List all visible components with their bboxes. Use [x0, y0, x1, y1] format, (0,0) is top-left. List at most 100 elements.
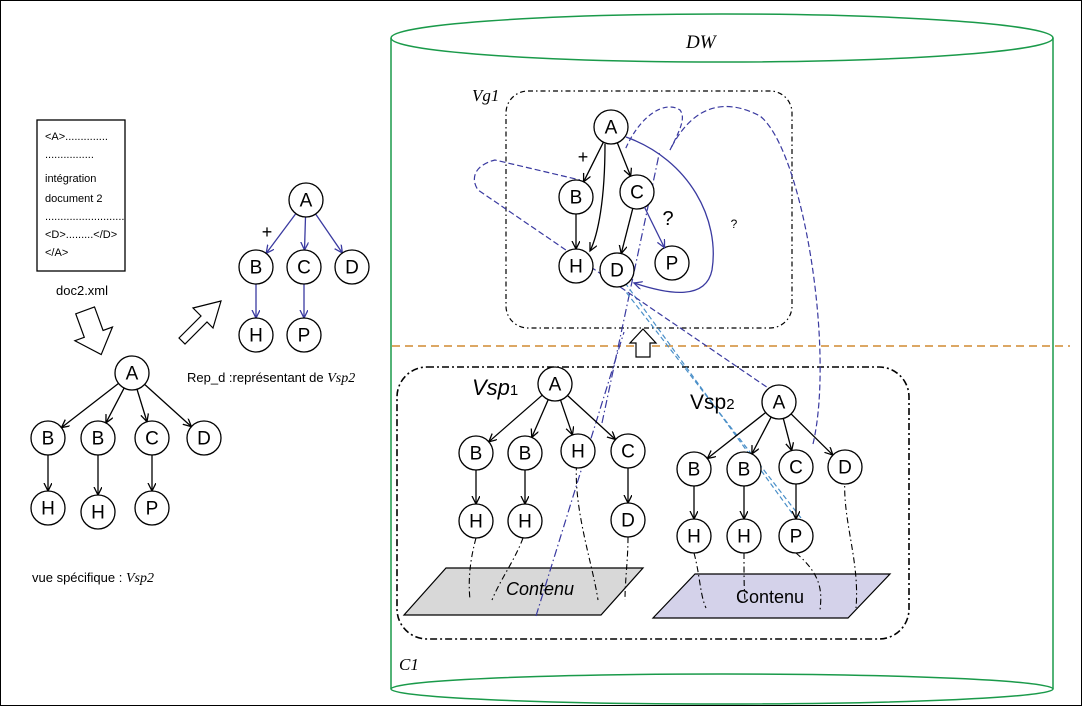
vsp1-node-d-label: D	[621, 511, 635, 532]
tree-edge	[567, 395, 616, 439]
tree-edge	[643, 206, 665, 248]
rep-node-c-label: C	[297, 258, 311, 279]
rep-node-h-label: H	[249, 326, 263, 347]
vsp1-node-b2-label: B	[519, 444, 532, 465]
vg1-node-c	[619, 174, 655, 210]
vsp1-node-c	[610, 433, 646, 469]
tree-edge	[752, 416, 772, 454]
vsp2-view-node-a	[114, 355, 150, 391]
vsp2-view-node-h2	[80, 494, 116, 530]
vg1-node-h-label: H	[569, 257, 583, 278]
doc-line-2: ................	[45, 149, 94, 161]
vsp2-view-node-c-label: C	[145, 429, 159, 450]
vg1-node-a-label: A	[605, 118, 618, 139]
tree-edge	[315, 213, 343, 253]
vg1-node-p-label: P	[666, 254, 679, 275]
tree-edge	[625, 136, 714, 294]
vsp1-node-h2	[507, 503, 543, 539]
tree-edge	[616, 142, 630, 176]
vsp2-view-node-d	[186, 420, 222, 456]
doc-caption: doc2.xml	[56, 283, 108, 298]
vsp2-view-node-h2-label: H	[91, 503, 105, 524]
integration-up-arrow	[628, 328, 658, 358]
vsp2-node-c	[778, 449, 814, 485]
question-mark-2: ?	[731, 217, 738, 231]
vsp2-node-p-label: P	[790, 527, 803, 548]
doc-line-7: </A>	[45, 247, 68, 259]
doc-line-6: <D>.........</D>	[45, 229, 117, 241]
vg1-label: Vg1	[472, 86, 499, 105]
vsp2-label: Vsp2	[690, 391, 735, 414]
vsp2-view-node-a-label: A	[126, 364, 139, 385]
c1-label: C1	[399, 655, 419, 674]
tree-edge	[489, 394, 543, 442]
vsp1-node-h2-label: H	[518, 512, 532, 533]
rep-node-d	[334, 249, 370, 285]
contenu-left-plane	[402, 567, 645, 616]
vsp1-node-a-label: A	[549, 375, 562, 396]
vsp2-view-node-p-label: P	[146, 499, 159, 520]
vsp2-node-c-label: C	[789, 458, 803, 479]
tree-edge	[266, 213, 297, 254]
vg1-node-h	[558, 248, 594, 284]
vsp1-node-h3	[560, 433, 596, 469]
vg1-node-c-label: C	[630, 183, 644, 204]
tree-edge	[61, 382, 119, 427]
vsp1-node-b1-label: B	[470, 444, 483, 465]
vg1-box	[505, 90, 793, 329]
vsp2-node-h2-label: H	[737, 527, 751, 548]
dw-cylinder	[390, 13, 1054, 705]
question-mark-1: ?	[662, 208, 673, 230]
vsp2-view-node-d-label: D	[197, 429, 211, 450]
rep-node-c	[286, 249, 322, 285]
vsp2-view-node-h1	[30, 490, 66, 526]
contenu-right-label: Contenu	[736, 587, 804, 607]
rep-node-a-label: A	[300, 191, 313, 212]
vsp1-node-h1-label: H	[469, 512, 483, 533]
vsp2-node-h1-label: H	[687, 527, 701, 548]
tree-edge	[584, 141, 604, 182]
contenu-left-label: Contenu	[506, 579, 574, 599]
vsp1-node-d	[610, 502, 646, 538]
rep-node-b	[238, 249, 274, 285]
tree-edge	[590, 143, 606, 251]
vsp2-view-node-b1-label: B	[42, 429, 55, 450]
vsp2-node-d-label: D	[838, 458, 852, 479]
vg1-node-d	[599, 252, 635, 288]
vsp2-node-a-label: A	[773, 393, 786, 414]
vsp1-label: Vsp1	[472, 375, 518, 400]
vsp2-node-a	[761, 384, 797, 420]
tree-edge	[144, 383, 192, 426]
doc2-document	[36, 119, 126, 272]
vsp2-to-rep-arrow	[178, 300, 222, 345]
rep-node-a	[288, 182, 324, 218]
plus-sign-rep: +	[262, 222, 273, 242]
rep-node-h	[238, 317, 274, 353]
tree-edge	[136, 389, 147, 422]
tree-edge	[559, 399, 573, 435]
doc-line-5: ..........................	[45, 211, 124, 223]
vg1-node-a	[593, 109, 629, 145]
vsp1-node-h1	[458, 503, 494, 539]
tree-edge	[621, 208, 634, 253]
doc-line-3: intégration	[45, 173, 96, 185]
vg1-node-d-label: D	[610, 261, 624, 282]
tree-edge	[106, 387, 125, 423]
vsp2-view-node-h1-label: H	[41, 499, 55, 520]
plus-sign-vg1: +	[578, 147, 589, 167]
vsp1-node-a	[537, 366, 573, 402]
tree-edge	[782, 418, 791, 450]
c1-box	[396, 366, 910, 640]
vsp2-view-node-c	[134, 420, 170, 456]
vsp2-node-b1-label: B	[688, 460, 701, 481]
vsp2-node-h1	[676, 518, 712, 554]
contenu-right-plane	[651, 573, 892, 619]
rep-node-d-label: D	[345, 258, 359, 279]
vsp2-node-p	[778, 518, 814, 554]
rep-node-b-label: B	[250, 258, 263, 279]
tree-edge	[790, 413, 833, 455]
rep-node-p	[286, 317, 322, 353]
vsp2-node-b1	[676, 451, 712, 487]
tree-edge	[305, 216, 306, 250]
vg1-node-b	[558, 179, 594, 215]
